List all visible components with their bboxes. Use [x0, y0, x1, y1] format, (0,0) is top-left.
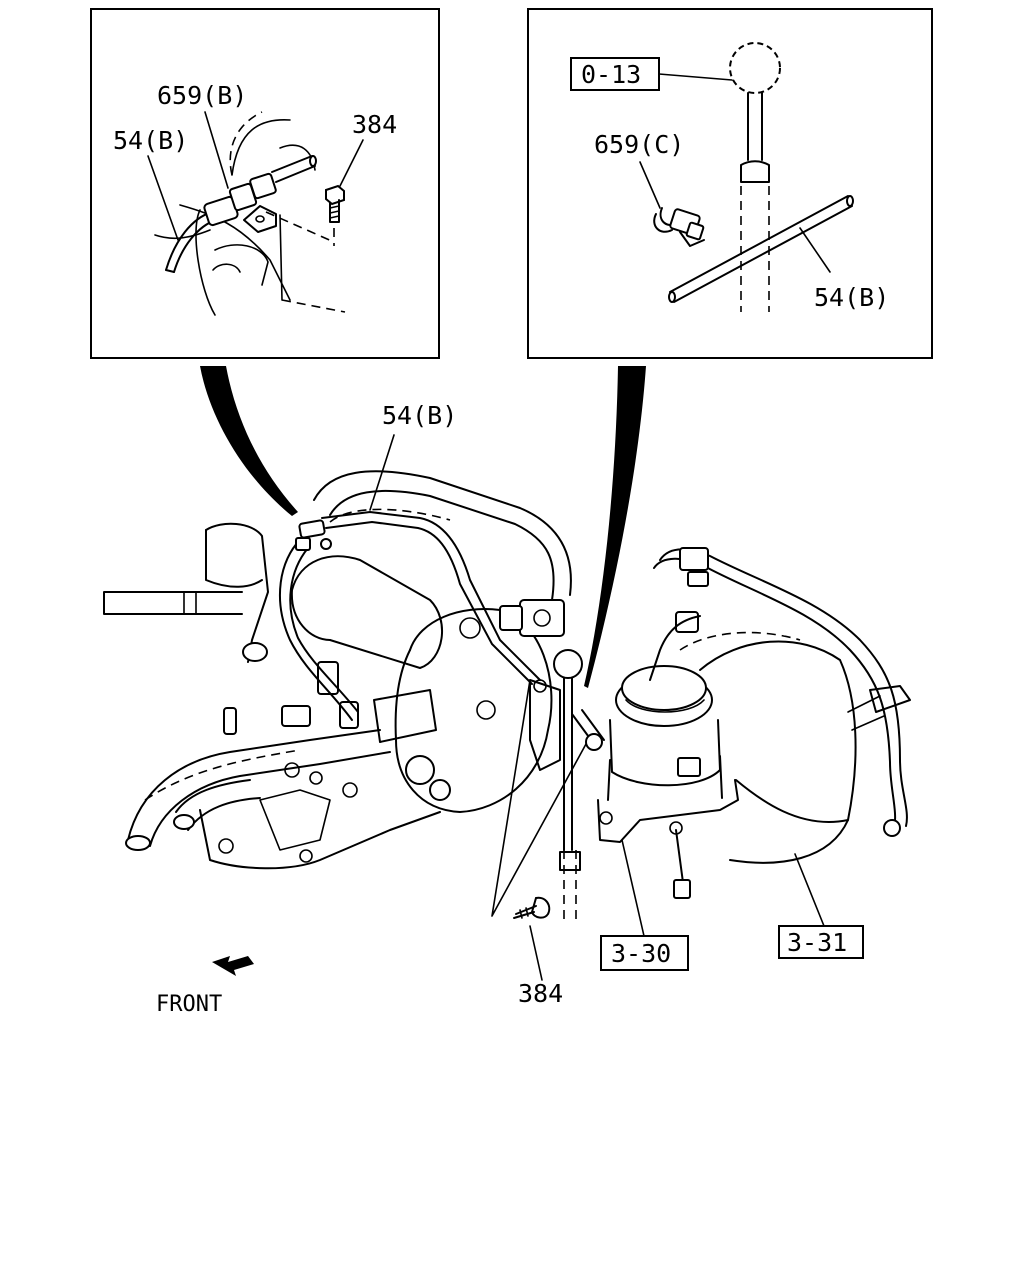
inset-right-label-54b: 54(B) — [814, 283, 889, 312]
front-label: FRONT — [156, 992, 222, 1017]
inset-right: 0-13 659(C) 54(B) — [527, 8, 933, 359]
inset-left: 659(B) 54(B) 384 — [90, 8, 440, 359]
inset-left-label-659b: 659(B) — [157, 81, 247, 110]
front-indicator: FRONT — [156, 956, 254, 1017]
master-cylinder — [597, 665, 739, 899]
main-label-384: 384 — [518, 979, 563, 1008]
inset-left-label-384: 384 — [352, 110, 397, 139]
main-label-3-30: 3-30 — [611, 939, 671, 968]
front-arrow-icon — [212, 956, 254, 976]
inset-right-label-0-13: 0-13 — [581, 60, 641, 89]
inset-left-label-54b: 54(B) — [113, 126, 188, 155]
main-label-54b: 54(B) — [382, 401, 457, 430]
main-assembly: 54(B) 384 3-30 3-31 — [103, 401, 911, 1008]
brake-booster — [679, 631, 911, 864]
zoom-wedges — [200, 366, 646, 688]
main-label-3-31: 3-31 — [787, 928, 847, 957]
inset-right-label-659c: 659(C) — [594, 130, 684, 159]
